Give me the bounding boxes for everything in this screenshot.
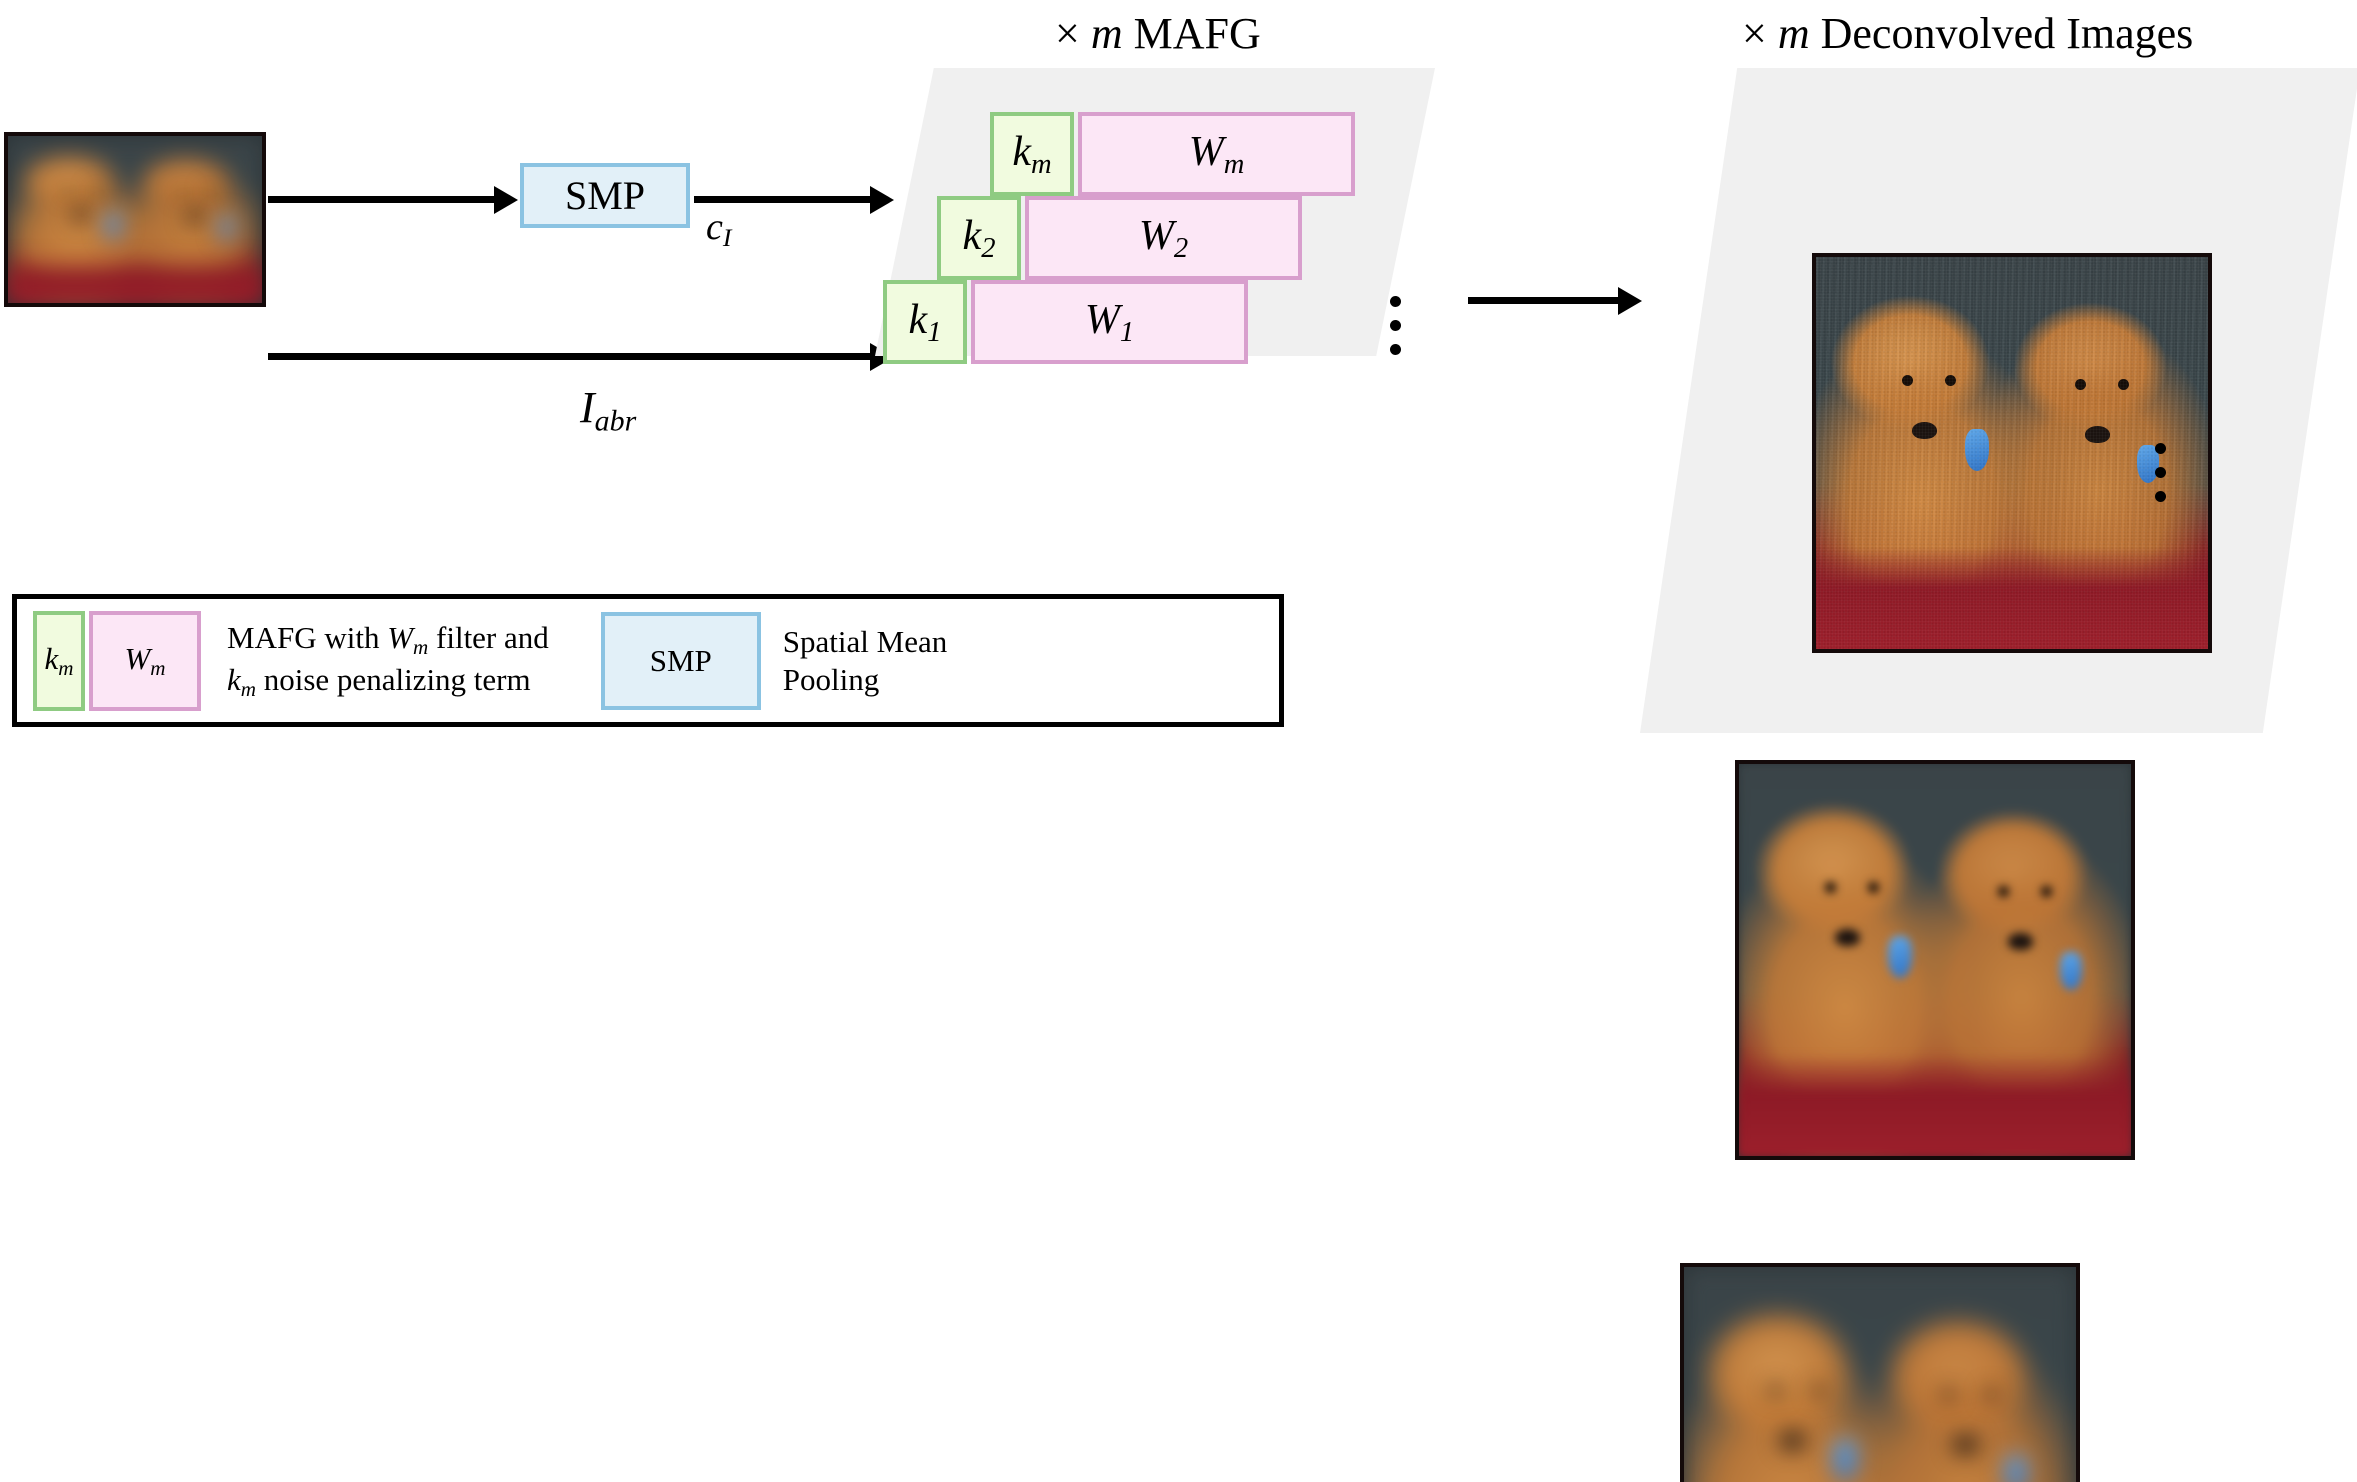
medium-dog-nose	[2007, 932, 2033, 950]
legend-smp-description-line2: Pooling	[782, 661, 880, 697]
input-arrow-label-subscript: abr	[594, 404, 637, 438]
mafg-row-1-k-box[interactable]: k1	[883, 280, 967, 364]
input-to-smp-arrow-line	[268, 196, 494, 203]
input-dog-eye	[63, 187, 72, 196]
input-dog-eye	[91, 187, 100, 196]
legend-k-label: km	[44, 640, 74, 680]
deconvolved-title-text: Deconvolved Images	[1820, 9, 2194, 58]
mafg-title-text: MAFG	[1133, 9, 1261, 58]
legend-w-label: Wm	[124, 640, 166, 680]
legend: km Wm MAFG with Wm filter and km noise p…	[12, 594, 1284, 727]
mafg-row-2-k-box[interactable]: k2	[937, 196, 1021, 280]
mafg-row-2-w-box[interactable]: W2	[1025, 196, 1302, 280]
input-to-mafg-arrow-line	[268, 353, 870, 360]
legend-smp-description: Spatial Mean Pooling	[783, 623, 947, 699]
legend-k-box: km	[33, 610, 85, 711]
deconvolved-section-title: × m Deconvolved Images	[1742, 12, 2193, 56]
blurred-dog-nose	[1780, 1431, 1806, 1449]
sharp-dog-eye	[1945, 374, 1957, 386]
deconvolved-title-multiplier: ×	[1742, 9, 1767, 58]
input-to-smp-arrow-head	[494, 186, 518, 214]
medium-dog-eye	[1825, 881, 1837, 893]
legend-smp-description-line1: Spatial Mean	[782, 623, 948, 659]
blurred-dog-eye	[1770, 1384, 1782, 1396]
sharp-image-grain	[1816, 257, 2208, 649]
legend-w-box: Wm	[89, 610, 201, 711]
blurred-output-texture	[1684, 1267, 2076, 1482]
sharp-dog-collar	[1964, 429, 1989, 472]
sharp-dog-nose	[1912, 421, 1938, 439]
blurred-dog-eye	[1942, 1388, 1954, 1400]
mafg-row-1-w-box[interactable]: W1	[971, 280, 1248, 364]
smp-to-mafg-arrow-head	[870, 186, 894, 214]
sharp-image-rug	[1816, 547, 2208, 649]
legend-mafg-description-line1: MAFG with Wm filter and	[227, 619, 549, 659]
mafg-section-title: × m MAFG	[1055, 12, 1261, 56]
blurred-dog-nose	[1952, 1435, 1978, 1453]
deconvolved-title-count: m	[1777, 9, 1810, 58]
deconvolved-image-medium	[1735, 760, 2135, 1160]
legend-smp-box: SMP	[600, 611, 761, 710]
blurred-dog-eye	[1985, 1388, 1997, 1400]
mafg-row-2-k-label: k2	[962, 212, 996, 264]
blurred-input-image	[4, 132, 266, 307]
medium-dog-eye	[2040, 885, 2052, 897]
mafg-row-m-w-box[interactable]: Wm	[1078, 112, 1355, 196]
medium-dog-eye	[1868, 881, 1880, 893]
smp-output-label-base: c	[706, 206, 723, 248]
mafg-title-multiplier: ×	[1055, 9, 1080, 58]
mafg-row-m-k-box[interactable]: km	[990, 112, 1074, 196]
medium-image-rug	[1739, 1054, 2131, 1156]
mafg-row-m-k-label: km	[1012, 128, 1052, 180]
smp-block[interactable]: SMP	[520, 163, 690, 228]
sharp-dog-collar	[2137, 445, 2160, 484]
smp-block-label: SMP	[564, 173, 646, 218]
smp-output-label: cI	[706, 205, 731, 253]
input-dog-nose	[185, 211, 203, 223]
sharp-dog-eye	[2074, 378, 2086, 390]
blurred-dog-collar	[2005, 1455, 2028, 1482]
input-arrow-label-base: I	[580, 383, 595, 432]
output-vertical-ellipsis-icon	[2155, 443, 2166, 515]
legend-mafg-entry: km Wm MAFG with Wm filter and km noise p…	[33, 610, 549, 711]
mafg-row-2-w-label: W2	[1138, 212, 1189, 264]
medium-dog-nose	[1835, 928, 1861, 946]
smp-output-label-subscript: I	[722, 223, 732, 253]
input-dog-eye	[178, 189, 187, 198]
sharp-dog-nose	[2084, 425, 2110, 443]
smp-to-mafg-arrow-line	[694, 196, 870, 203]
blurred-dog-eye	[1813, 1384, 1825, 1396]
sharp-dog-eye	[1902, 374, 1914, 386]
deconvolved-image-blurred	[1680, 1263, 2080, 1482]
mafg-to-output-arrow-line	[1468, 297, 1618, 304]
mafg-row-m-w-label: Wm	[1188, 128, 1245, 180]
input-dog-eye	[206, 189, 215, 198]
mafg-row-1-k-label: k1	[908, 296, 942, 348]
mafg-title-count: m	[1090, 9, 1123, 58]
mafg-row-1-w-label: W1	[1084, 296, 1135, 348]
input-arrow-label: Iabr	[580, 382, 636, 438]
legend-smp-box-label: SMP	[649, 642, 712, 678]
input-image-rug	[8, 259, 262, 303]
sharp-dog-eye	[2117, 378, 2129, 390]
input-dog-collar	[218, 216, 233, 241]
input-dog-collar	[104, 212, 121, 239]
mafg-vertical-ellipsis-icon	[1390, 296, 1401, 368]
legend-smp-entry: SMP Spatial Mean Pooling	[600, 611, 947, 710]
legend-mafg-description-line2: km noise penalizing term	[227, 661, 531, 701]
input-dog-nose	[71, 209, 89, 221]
legend-mafg-description: MAFG with Wm filter and km noise penaliz…	[227, 619, 549, 702]
medium-dog-eye	[1997, 885, 2009, 897]
deconvolved-image-sharp	[1812, 253, 2212, 653]
mafg-to-output-arrow-head	[1618, 287, 1642, 315]
